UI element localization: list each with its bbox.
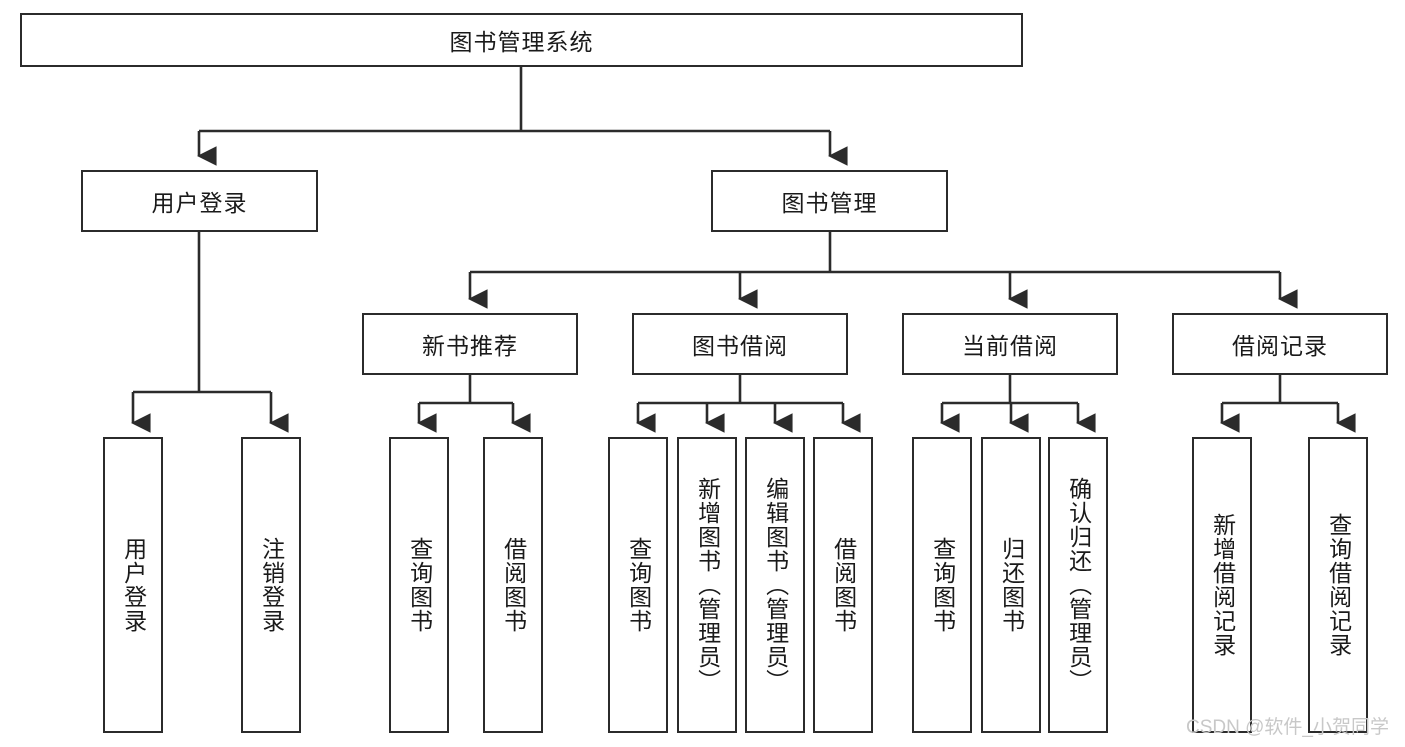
leaf-query-book-3[interactable]: 查询图书	[912, 437, 972, 733]
leaf-query-book-2-label: 查询图书	[625, 537, 652, 633]
leaf-add-book[interactable]: 新增图书（管理员）	[677, 437, 737, 733]
leaf-query-book-1[interactable]: 查询图书	[389, 437, 449, 733]
leaf-query-book-2[interactable]: 查询图书	[608, 437, 668, 733]
node-new-book-recommend[interactable]: 新书推荐	[362, 313, 578, 375]
node-borrow-record-label: 借阅记录	[1232, 333, 1328, 359]
node-root-label: 图书管理系统	[449, 29, 594, 55]
node-book-borrow[interactable]: 图书借阅	[632, 313, 848, 375]
leaf-user-login-label: 用户登录	[120, 537, 147, 633]
node-user-login[interactable]: 用户登录	[81, 170, 318, 232]
node-book-management[interactable]: 图书管理	[711, 170, 948, 232]
leaf-query-book-3-label: 查询图书	[929, 537, 956, 633]
leaf-user-logout-label: 注销登录	[258, 537, 285, 633]
leaf-confirm-return[interactable]: 确认归还（管理员）	[1048, 437, 1108, 733]
leaf-confirm-return-label: 确认归还（管理员）	[1065, 477, 1092, 693]
leaf-return-book-label: 归还图书	[998, 537, 1025, 633]
leaf-add-record[interactable]: 新增借阅记录	[1192, 437, 1252, 733]
leaf-edit-book[interactable]: 编辑图书（管理员）	[745, 437, 805, 733]
leaf-borrow-book-2-label: 借阅图书	[830, 537, 857, 633]
node-current-borrow-label: 当前借阅	[962, 333, 1058, 359]
leaf-borrow-book-1[interactable]: 借阅图书	[483, 437, 543, 733]
leaf-user-logout[interactable]: 注销登录	[241, 437, 301, 733]
node-user-login-label: 用户登录	[151, 190, 248, 216]
node-root[interactable]: 图书管理系统	[20, 13, 1023, 67]
leaf-add-book-label: 新增图书（管理员）	[694, 477, 721, 693]
leaf-borrow-book-2[interactable]: 借阅图书	[813, 437, 873, 733]
leaf-borrow-book-1-label: 借阅图书	[500, 537, 527, 633]
node-borrow-record[interactable]: 借阅记录	[1172, 313, 1388, 375]
watermark: CSDN @软件_小贺同学	[1186, 717, 1389, 738]
node-new-book-recommend-label: 新书推荐	[422, 333, 518, 359]
node-book-borrow-label: 图书借阅	[692, 333, 788, 359]
node-book-management-label: 图书管理	[781, 190, 878, 216]
leaf-add-record-label: 新增借阅记录	[1209, 513, 1236, 657]
leaf-return-book[interactable]: 归还图书	[981, 437, 1041, 733]
leaf-query-record-label: 查询借阅记录	[1325, 513, 1352, 657]
leaf-query-record[interactable]: 查询借阅记录	[1308, 437, 1368, 733]
leaf-query-book-1-label: 查询图书	[406, 537, 433, 633]
leaf-user-login[interactable]: 用户登录	[103, 437, 163, 733]
node-current-borrow[interactable]: 当前借阅	[902, 313, 1118, 375]
leaf-edit-book-label: 编辑图书（管理员）	[762, 477, 789, 693]
